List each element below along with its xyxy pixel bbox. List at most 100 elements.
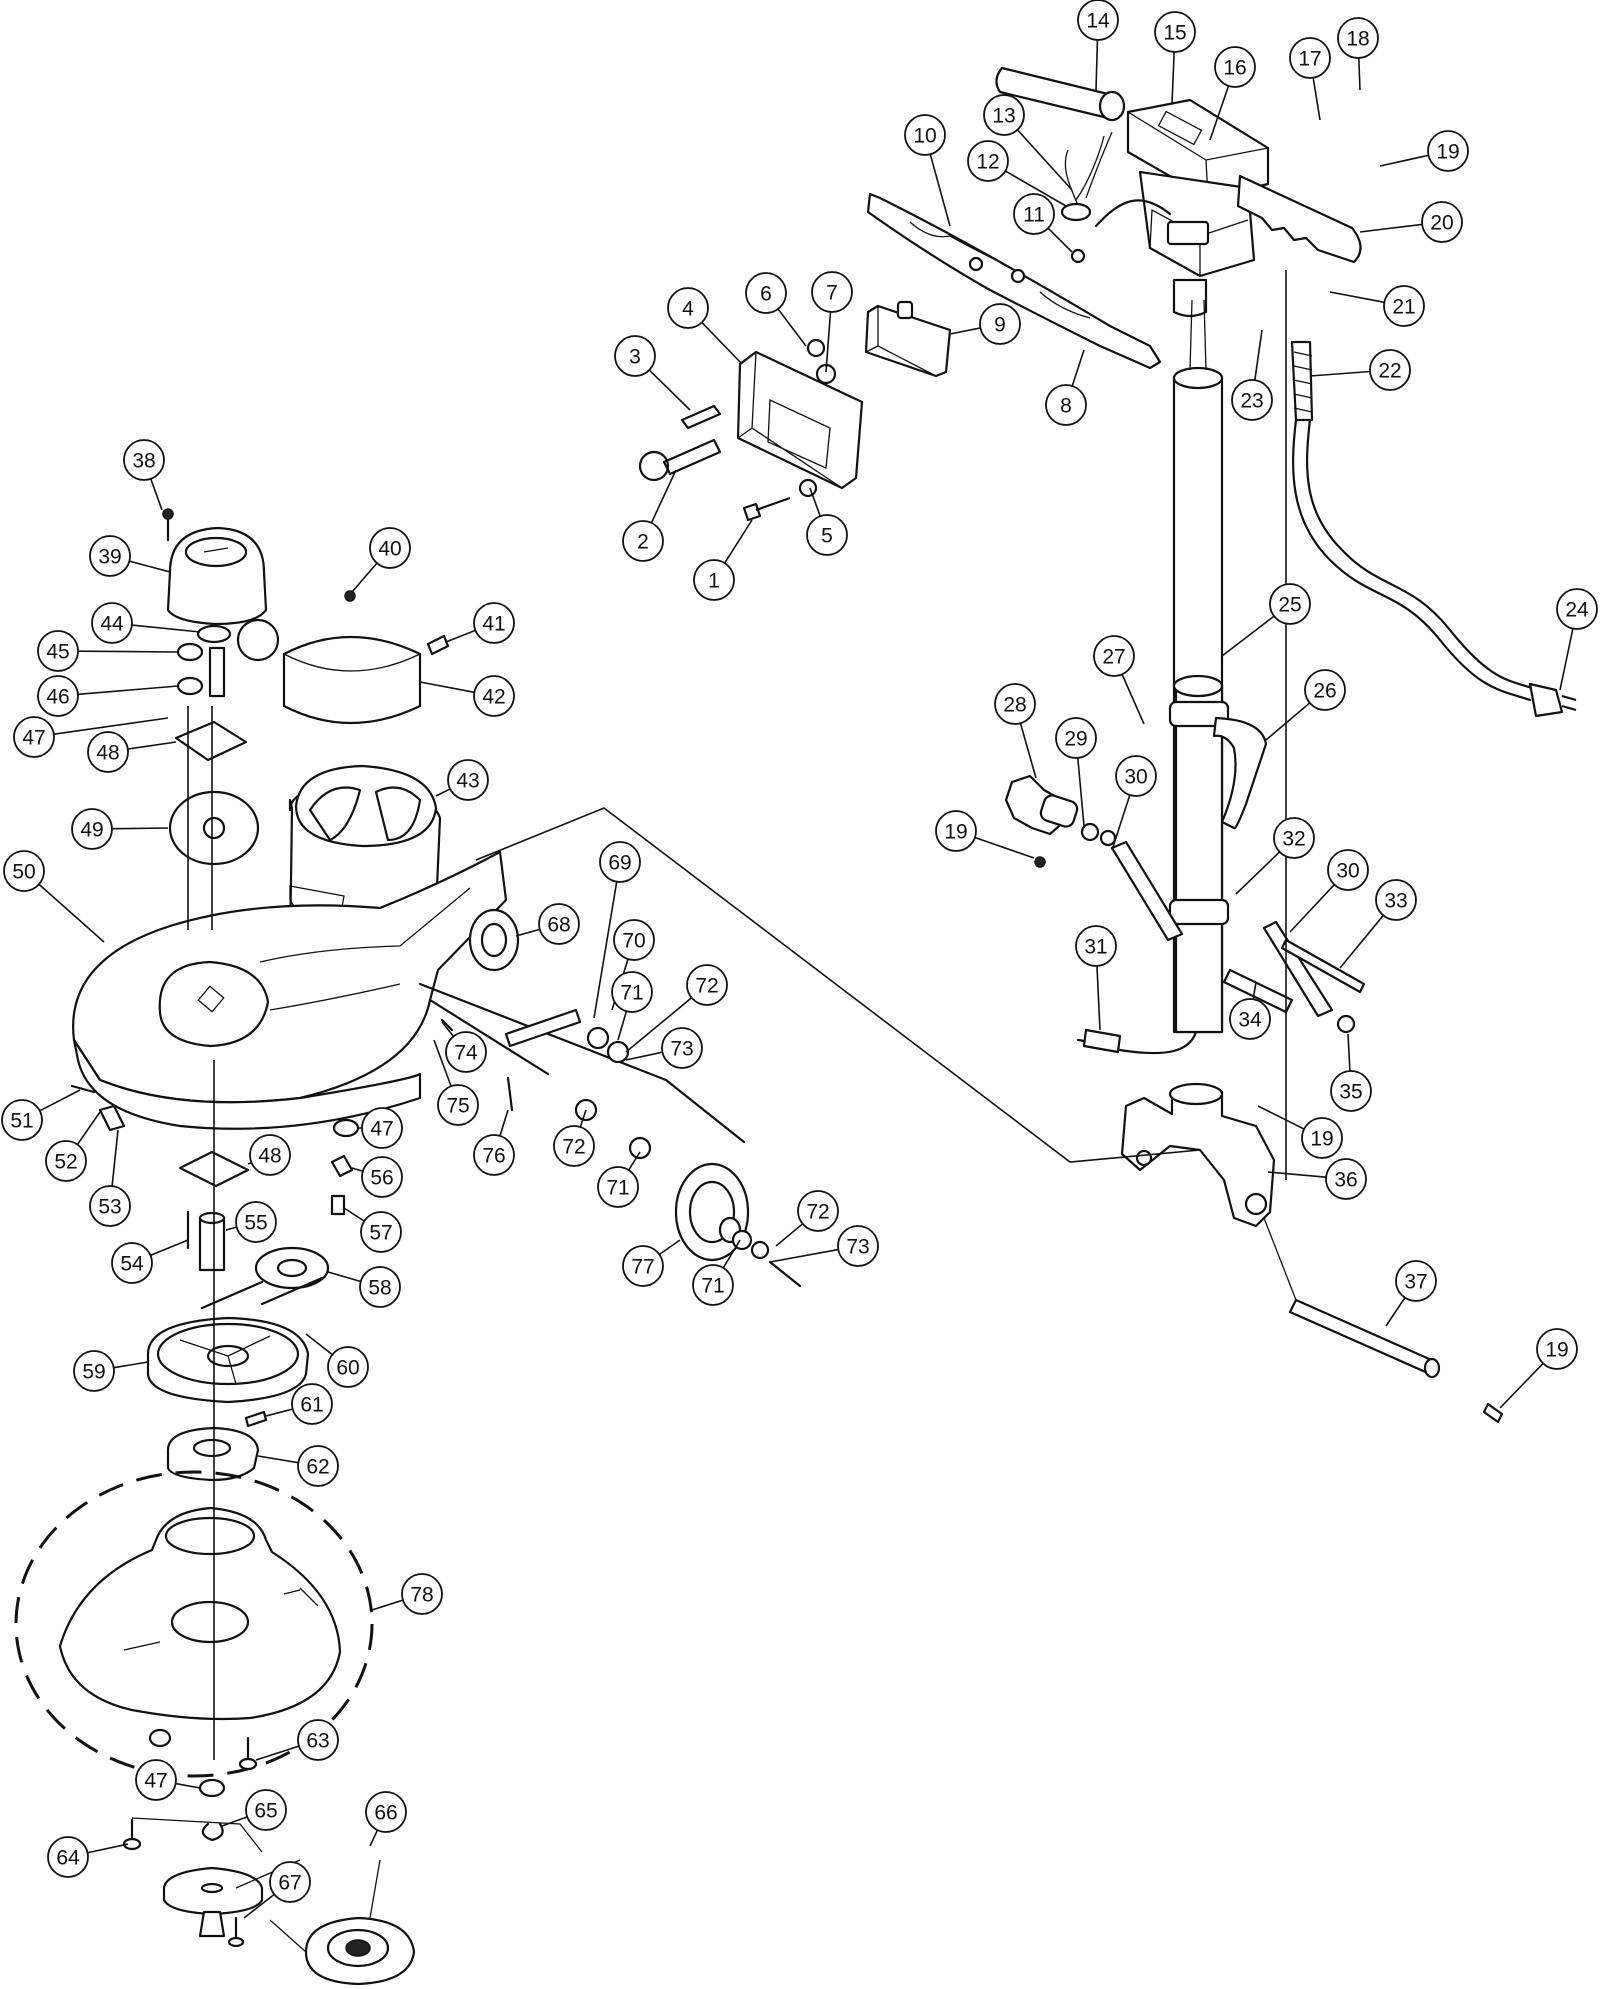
callout-bubble — [437, 1084, 479, 1126]
callout-leader — [1312, 77, 1321, 121]
knob — [638, 438, 722, 482]
callout-bubble — [1383, 285, 1425, 327]
callout-bubble — [979, 303, 1021, 345]
callout-leader — [617, 1010, 628, 1041]
callout-leader — [974, 836, 1035, 859]
callout-bubble — [297, 1719, 339, 1761]
callout-46: 46 — [37, 675, 179, 717]
callout-leader — [369, 1829, 379, 1847]
callout-number: 24 — [1565, 599, 1589, 622]
callout-14: 14 — [1077, 0, 1119, 91]
callout-bubble — [327, 1346, 369, 1388]
callout-number: 49 — [80, 819, 103, 842]
callout-number: 18 — [1346, 28, 1369, 51]
callout-47: 47 — [135, 1759, 201, 1801]
callout-bubble — [71, 808, 113, 850]
callout-leader — [445, 629, 476, 643]
callout-number: 64 — [56, 1847, 80, 1870]
callout-number: 48 — [96, 742, 119, 765]
callout-51: 51 — [1, 1089, 81, 1141]
callout-bubble — [297, 1445, 339, 1487]
callout-72: 72 — [553, 1109, 595, 1167]
callout-12: 12 — [967, 140, 1067, 207]
callout-72: 72 — [775, 1190, 839, 1247]
callout-58: 58 — [327, 1266, 401, 1308]
callout-bubble — [611, 971, 653, 1013]
callout-13: 13 — [983, 94, 1073, 191]
callout-10: 10 — [904, 114, 951, 227]
callout-66: 66 — [365, 1791, 407, 1847]
handle-assembly — [475, 66, 1577, 1424]
callout-leader — [150, 1239, 189, 1257]
callout-number: 59 — [82, 1361, 105, 1384]
callout-number: 42 — [482, 686, 505, 709]
callout-number: 52 — [54, 1151, 77, 1174]
callout-bubble — [1075, 925, 1117, 967]
callout-41: 41 — [445, 602, 515, 644]
callout-number: 66 — [374, 1802, 397, 1825]
callout-bubble — [1, 1099, 43, 1141]
callout-leader — [243, 1893, 275, 1919]
callout-leader — [129, 560, 171, 573]
callout-number: 2 — [637, 531, 649, 554]
callout-number: 57 — [369, 1222, 392, 1245]
callout-number: 11 — [1023, 204, 1045, 227]
callout-number: 45 — [46, 641, 69, 664]
callout-bubble — [37, 675, 79, 717]
callout-leader — [625, 997, 693, 1053]
callout-leader — [327, 1271, 362, 1283]
callout-44: 44 — [91, 602, 201, 644]
callout-number: 68 — [547, 914, 570, 937]
callout-leader — [769, 1248, 839, 1263]
callout-71: 71 — [597, 1151, 641, 1208]
callout-leader — [111, 827, 169, 830]
callout-leader — [419, 681, 475, 694]
callout-bubble — [269, 1861, 311, 1903]
callout-number: 48 — [258, 1145, 281, 1168]
callout-71: 71 — [611, 971, 653, 1041]
callout-leader — [221, 1816, 248, 1827]
callout-leader — [127, 741, 177, 750]
callout-number: 55 — [244, 1212, 267, 1235]
callout-number: 71 — [701, 1275, 724, 1298]
callout-bubble — [614, 335, 656, 377]
callout-number: 31 — [1084, 936, 1107, 959]
callout-bubble — [1556, 588, 1598, 630]
callout-leader — [351, 562, 378, 593]
plug — [1528, 682, 1577, 718]
callout-number: 61 — [300, 1394, 323, 1417]
callout-bubble — [401, 1573, 443, 1615]
callout-leader — [38, 883, 105, 943]
callout-number: 30 — [1336, 860, 1359, 883]
callout-62: 62 — [257, 1445, 339, 1487]
mount-plate — [736, 350, 864, 490]
callout-number: 72 — [806, 1201, 829, 1224]
callout-bubble — [1301, 1117, 1343, 1159]
callout-number: 29 — [1064, 728, 1087, 751]
callout-34: 34 — [1229, 981, 1271, 1040]
callout-leader — [499, 1109, 509, 1137]
callout-16: 16 — [1209, 46, 1256, 141]
callout-leader — [113, 1361, 149, 1369]
callout-leader — [351, 1167, 364, 1173]
callout-number: 16 — [1223, 57, 1246, 80]
callout-leader — [1309, 370, 1371, 377]
callout-number: 33 — [1384, 890, 1407, 913]
callout-leader — [225, 1226, 237, 1231]
callout-bubble — [91, 602, 133, 644]
callout-leader — [77, 650, 179, 653]
callout-bubble — [661, 1027, 703, 1069]
callout-number: 22 — [1378, 360, 1401, 383]
callout-57: 57 — [343, 1207, 402, 1253]
callout-leader — [371, 1599, 404, 1611]
callout-number: 65 — [254, 1800, 277, 1823]
callout-24: 24 — [1556, 588, 1598, 691]
cable-end — [1082, 1028, 1122, 1054]
callout-number: 17 — [1298, 48, 1321, 71]
callout-bubble — [1273, 817, 1315, 859]
callout-leader — [1379, 154, 1429, 167]
callout-bubble — [1115, 755, 1157, 797]
motor-band — [282, 636, 422, 724]
callout-leader — [77, 685, 179, 696]
callout-number: 39 — [98, 546, 121, 569]
